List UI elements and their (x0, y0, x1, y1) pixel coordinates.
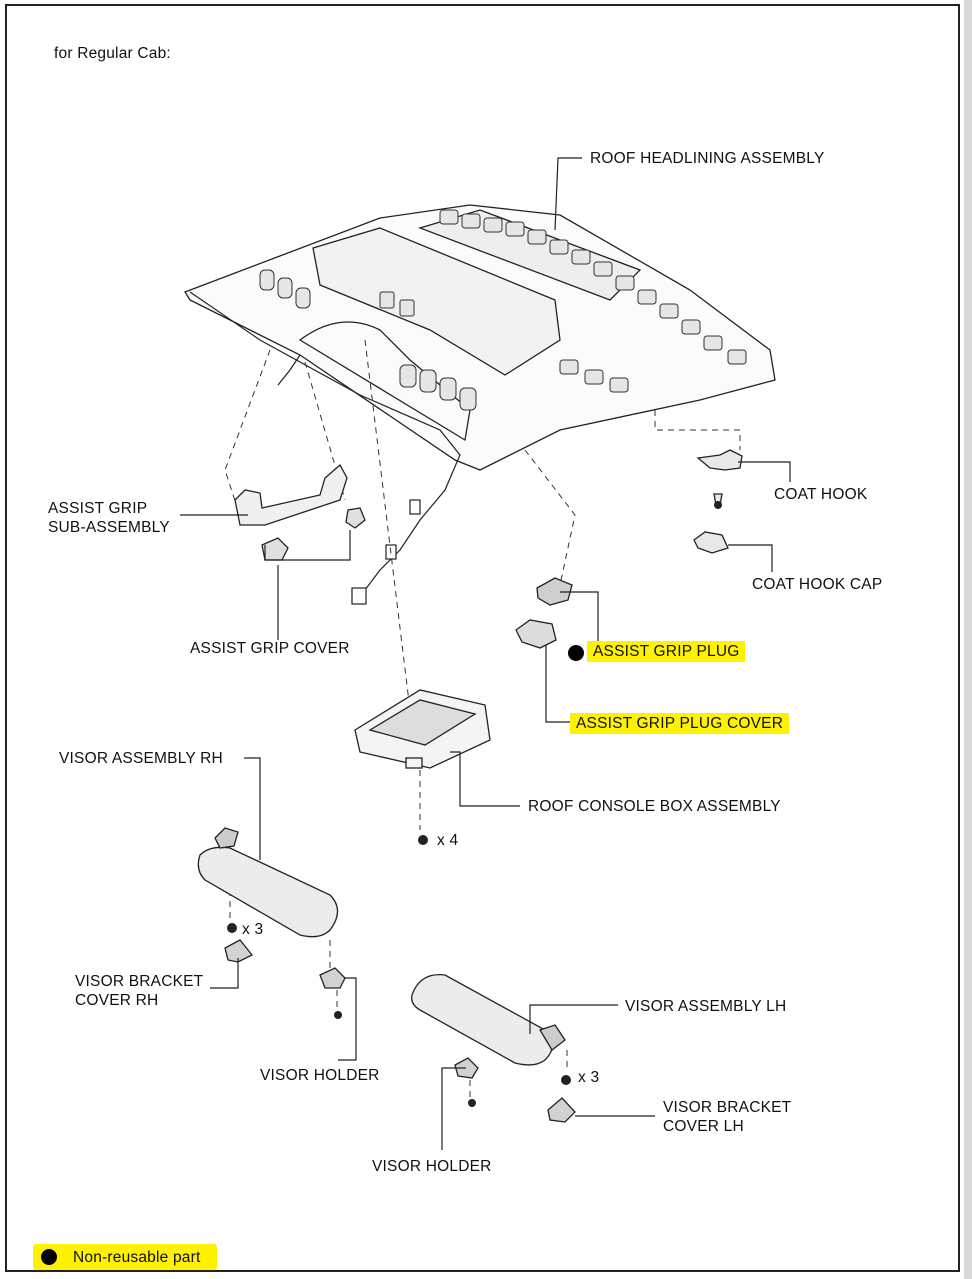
visor-lh-illustration (411, 974, 576, 1123)
roof-console-box-illustration (354, 689, 491, 769)
roof-headlining-illustration (184, 204, 776, 471)
label-assist-grip-plug: ASSIST GRIP PLUG (587, 641, 746, 662)
roof-ribs (259, 209, 747, 411)
assist-grip-illustration (234, 463, 366, 561)
label-coat-hook-cap: COAT HOOK CAP (752, 576, 883, 593)
assist-grip-plug-illustration (515, 577, 573, 649)
label-visor-holder-lh: VISOR HOLDER (372, 1158, 492, 1175)
label-assist-grip-plug-cover: ASSIST GRIP PLUG COVER (570, 713, 790, 734)
label-visor-assembly-lh: VISOR ASSEMBLY LH (625, 998, 787, 1015)
locator-dashed-lines (224, 339, 741, 1100)
label-visor-bracket-cover-rh: VISOR BRACKET COVER RH (75, 973, 204, 1009)
non-reusable-dot-icon (41, 1249, 57, 1265)
diagram-frame (5, 4, 960, 1272)
label-visor-holder-rh: VISOR HOLDER (260, 1067, 380, 1084)
label-assist-grip-sub-assembly: ASSIST GRIP SUB-ASSEMBLY (48, 500, 170, 536)
qty-visor-rh-screws: x 3 (242, 921, 264, 938)
label-assist-grip-cover: ASSIST GRIP COVER (190, 640, 350, 657)
label-visor-assembly-rh: VISOR ASSEMBLY RH (59, 750, 223, 767)
visor-rh-illustration (197, 827, 346, 989)
qty-console-screws: x 4 (437, 832, 459, 849)
label-roof-headlining-assembly: ROOF HEADLINING ASSEMBLY (590, 150, 825, 167)
page-scrollbar-track[interactable] (964, 0, 972, 1279)
screw-icons (227, 501, 722, 1107)
non-reusable-marker-plug (568, 645, 584, 661)
label-roof-console-box-assembly: ROOF CONSOLE BOX ASSEMBLY (528, 798, 781, 815)
regular-cab-caption: for Regular Cab: (54, 45, 171, 62)
label-visor-bracket-cover-lh: VISOR BRACKET COVER LH (663, 1099, 792, 1135)
leader-lines (180, 157, 791, 1150)
qty-visor-lh-screws: x 3 (578, 1069, 600, 1086)
legend-label: Non-reusable part (73, 1249, 201, 1266)
legend-non-reusable: Non-reusable part (33, 1244, 217, 1270)
label-coat-hook: COAT HOOK (774, 486, 868, 503)
